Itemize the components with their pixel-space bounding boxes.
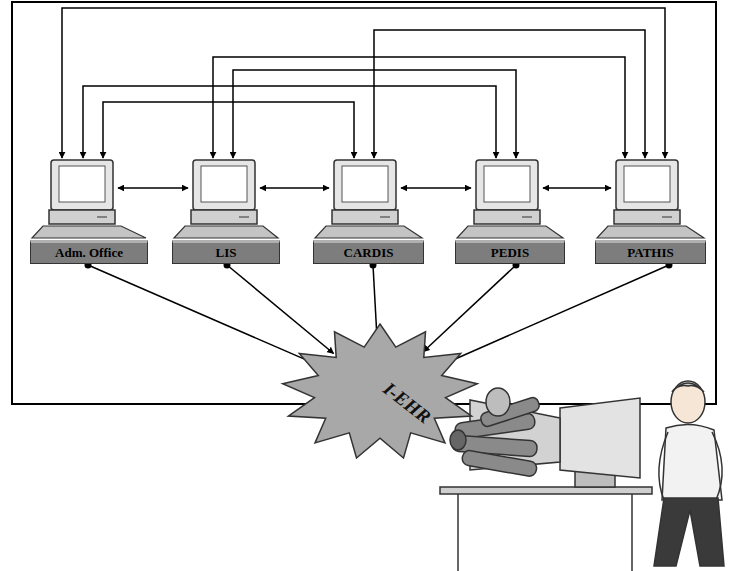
person-arm [659,432,668,500]
connector [233,70,516,158]
connector [401,187,471,189]
table-leg [631,494,633,571]
person-head [671,381,705,423]
system-computer: PATHIS [595,158,706,264]
person-torso [662,424,722,500]
system-label: PATHIS [627,245,673,261]
system-plate: PATHIS [595,240,706,264]
system-computer: PEDIS [455,158,565,264]
connector [213,57,625,158]
system-computer: LIS [172,158,280,264]
monitor-body [560,398,640,478]
system-computer: CARDIS [313,158,424,264]
connector [118,187,188,189]
system-label: PEDIS [491,245,529,261]
system-plate: LIS [172,240,280,264]
connector [62,8,665,158]
system-label: CARDIS [344,245,394,261]
system-plate: CARDIS [313,240,424,264]
connector [374,30,645,158]
computer-icon [455,158,565,240]
starburst: I-EHR [280,322,480,462]
binocular-tube [461,450,537,478]
table-top [440,487,652,494]
connector [260,187,329,189]
computer-icon [313,158,424,240]
computer-icon [595,158,706,240]
connector [83,86,496,158]
system-plate: Adm. Office [30,240,148,264]
binocular-lens [450,430,466,450]
system-label: LIS [216,245,237,261]
system-label: Adm. Office [55,245,123,261]
system-plate: PEDIS [455,240,565,264]
computer-icon [30,158,148,240]
connector [88,265,319,365]
connector [103,102,354,158]
person-legs [654,498,724,566]
system-computer: Adm. Office [30,158,148,264]
table-leg [457,494,459,571]
computer-icon [172,158,280,240]
binocular-lens [486,388,510,416]
person-hair [672,383,704,392]
connector [227,265,334,354]
frame-border [12,2,716,404]
connector [543,187,611,189]
person-arm [712,432,722,500]
connector [441,265,669,365]
